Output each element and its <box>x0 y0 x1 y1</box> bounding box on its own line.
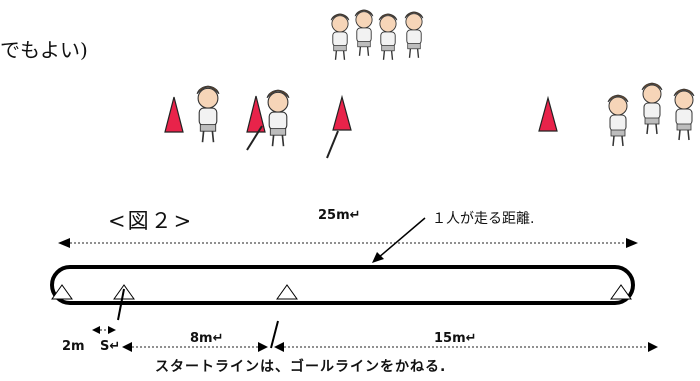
intro-text: でもよい) <box>0 38 88 62</box>
cone-icon <box>246 95 266 133</box>
child-icon <box>266 89 290 148</box>
cone-icon <box>332 94 352 131</box>
start-label: S↵ <box>100 339 121 354</box>
mid-gap-label: 8m↵ <box>190 331 224 346</box>
child-icon <box>673 88 695 141</box>
arrow-icon <box>372 217 426 263</box>
right-gap-label: 15m↵ <box>434 331 477 346</box>
left-gap-label: 2m <box>62 339 85 354</box>
caption: スタートラインは、ゴールラインをかねる. <box>155 359 447 375</box>
mid-gap-arrow <box>122 342 268 352</box>
child-icon <box>404 11 424 59</box>
left-gap-arrow <box>92 326 116 334</box>
track <box>50 265 635 305</box>
child-icon <box>330 13 350 61</box>
cone-icon <box>538 95 558 132</box>
figure-label: <図２> <box>108 209 194 233</box>
total-distance-label: 25m↵ <box>318 208 361 223</box>
child-icon <box>641 82 663 135</box>
cone-icon <box>164 96 184 133</box>
child-icon <box>607 94 629 147</box>
child-icon <box>354 9 374 57</box>
marker-triangle-icon <box>51 284 73 300</box>
marker-triangle-icon <box>610 284 632 300</box>
child-icon <box>378 13 398 61</box>
right-gap-arrow <box>274 342 658 352</box>
per-person-label: １人が走る距離. <box>432 211 535 227</box>
child-icon <box>196 85 220 144</box>
total-distance-arrow <box>58 238 638 248</box>
marker-triangle-icon <box>276 284 298 300</box>
